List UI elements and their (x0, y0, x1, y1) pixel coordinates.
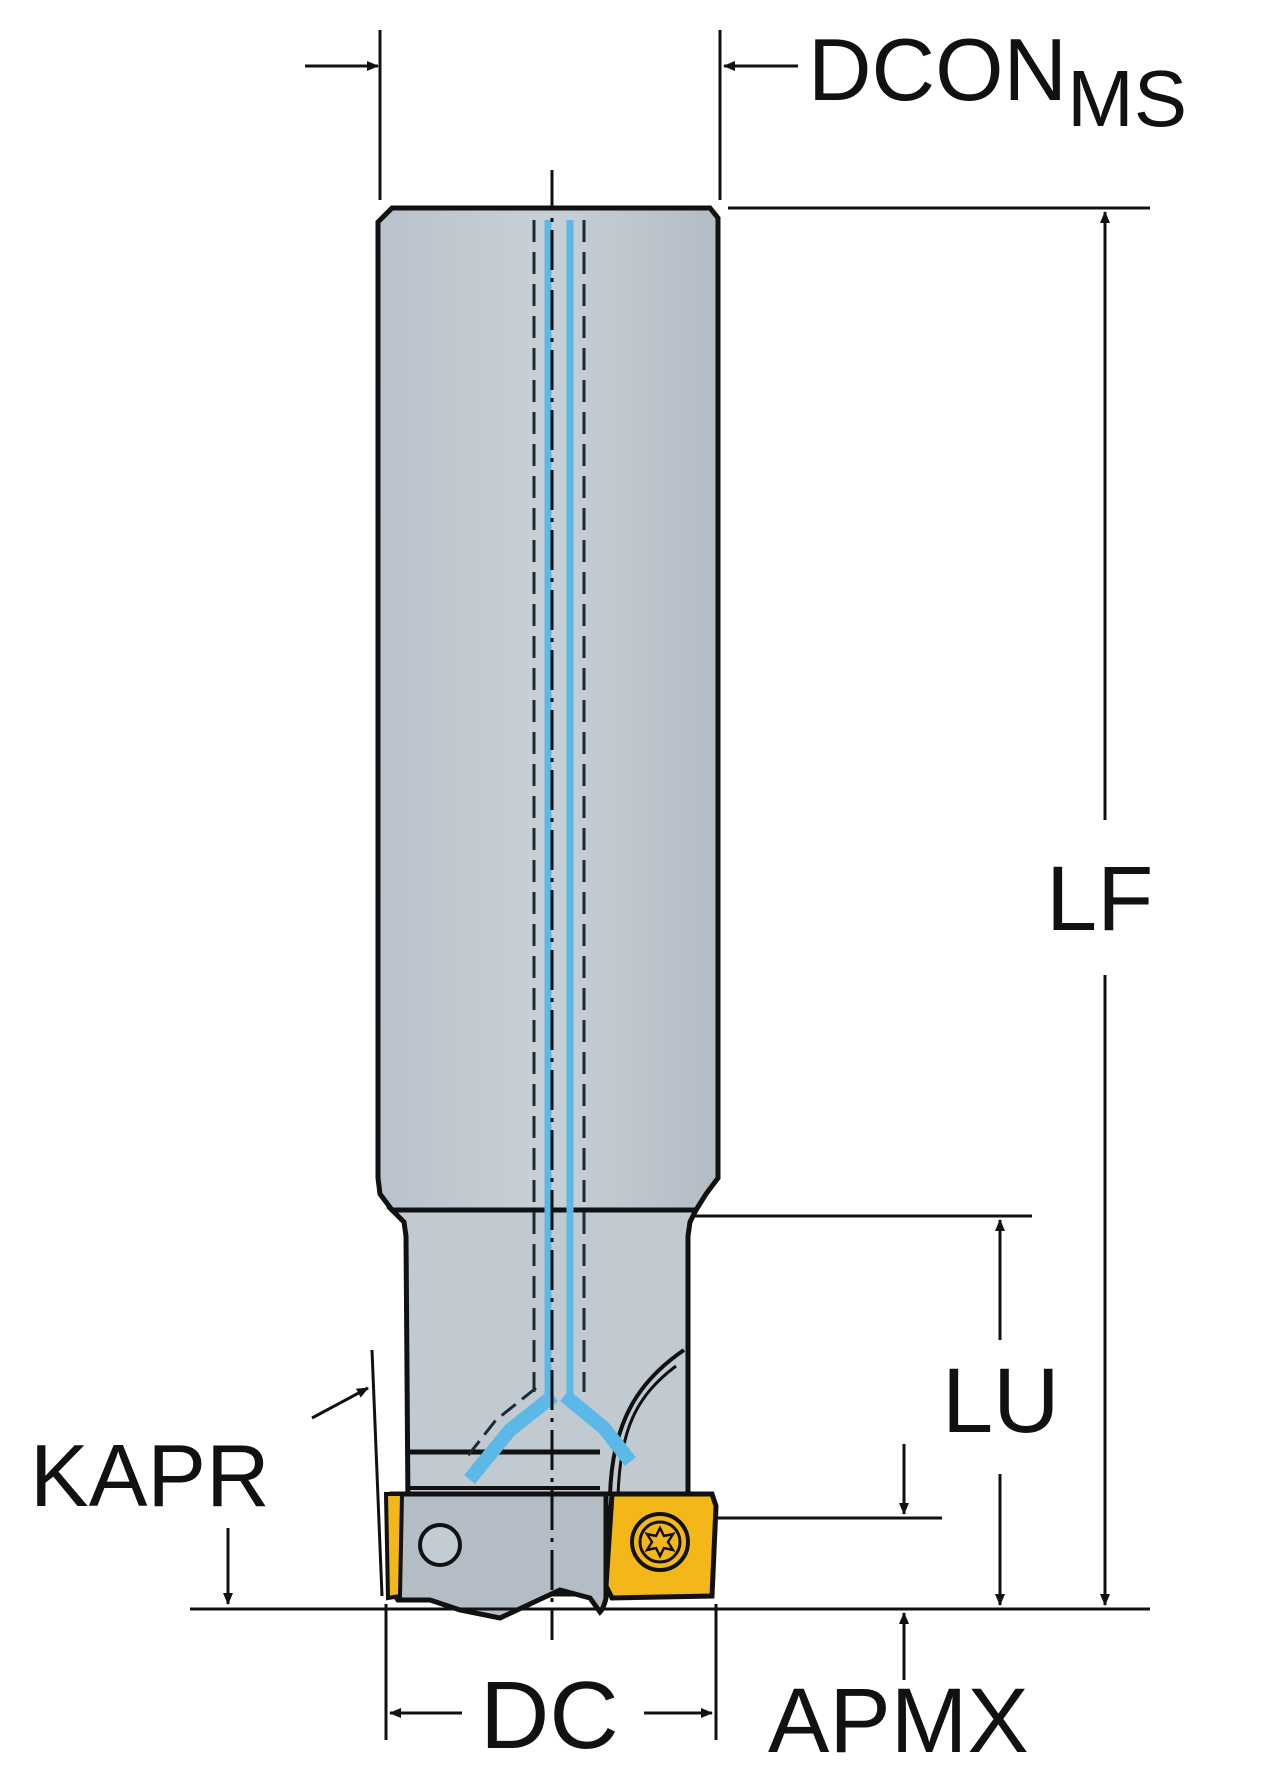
neck (385, 1207, 701, 1511)
cutting-insert (603, 1491, 719, 1601)
kapr-label: KAPR (30, 1426, 270, 1525)
dcon-sub-text: MS (1067, 54, 1187, 143)
dimension-lines (190, 30, 1150, 1740)
left-insert (383, 1492, 405, 1601)
dcon-main-text: DCON (808, 20, 1067, 119)
lu-label: LU (942, 1350, 1060, 1452)
chip-pocket (608, 1348, 686, 1497)
dc-label: DC (480, 1662, 619, 1769)
coolant-branch-left (464, 1390, 558, 1484)
dimension-labels: DCONMS LF LU KAPR DC APMX (30, 20, 1187, 1772)
screw-hole-icon (418, 1523, 462, 1567)
apmx-label: APMX (768, 1670, 1029, 1772)
kapr-arrow (311, 1386, 369, 1420)
coolant-branch-right (560, 1390, 636, 1466)
dcon-label: DCONMS (808, 20, 1187, 143)
coolant-channels (464, 220, 636, 1484)
lf-label: LF (1046, 848, 1153, 950)
torx-screw-icon (630, 1512, 690, 1572)
